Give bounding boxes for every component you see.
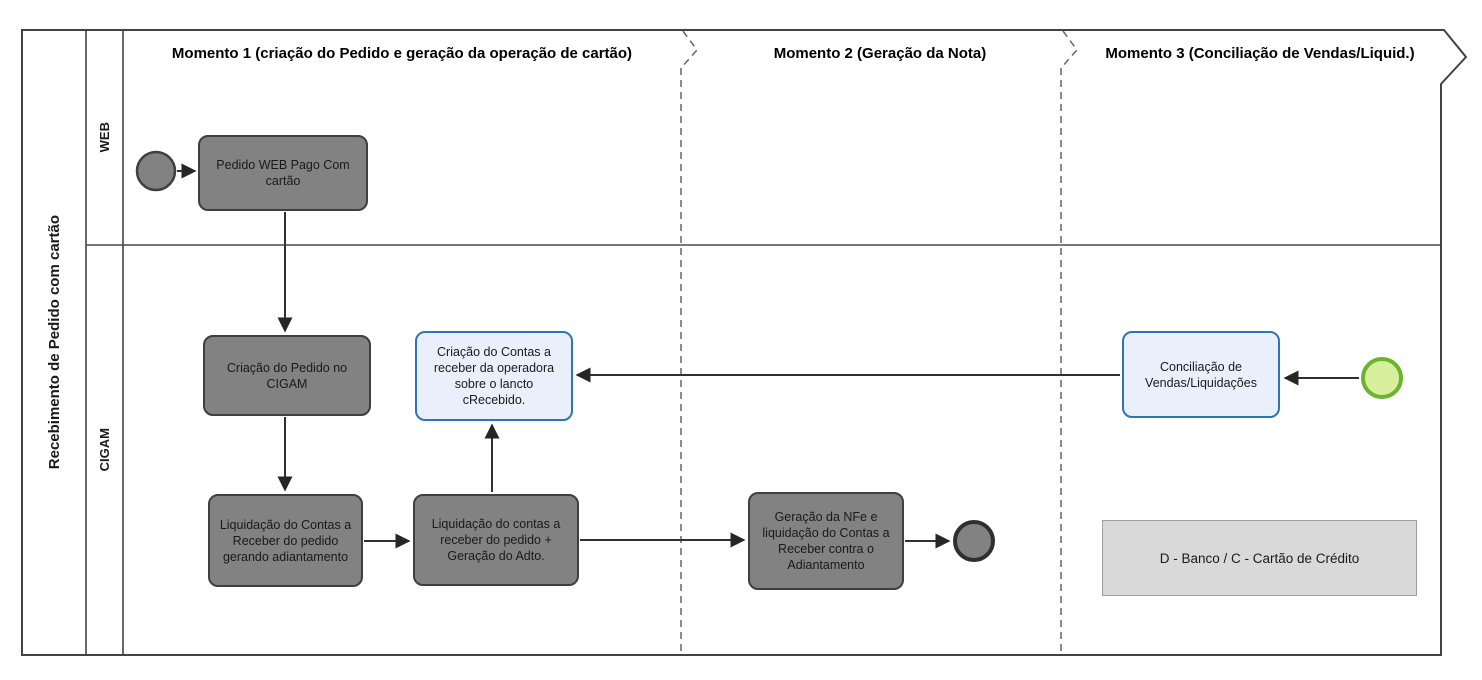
lane-label-web: WEB	[86, 30, 123, 245]
phase-3-title: Momento 3 (Conciliação de Vendas/Liquid.…	[1105, 44, 1415, 62]
task-pedido-web-pago: Pedido WEB Pago Com cartão	[198, 135, 368, 211]
task-criacao-contas-operadora: Criação do Contas a receber da operadora…	[415, 331, 573, 421]
start-event-web	[135, 150, 177, 192]
lane-web-text: WEB	[97, 122, 112, 153]
phase-header-momento-2: Momento 2 (Geração da Nota)	[699, 30, 1061, 76]
task-criacao-pedido-cigam: Criação do Pedido no CIGAM	[203, 335, 371, 416]
task-liquidacao-contas-adiantamento: Liquidação do Contas a Receber do pedido…	[208, 494, 363, 587]
task-conciliacao-vendas-liquidacoes: Conciliação de Vendas/Liquidações	[1122, 331, 1280, 418]
lane-label-cigam: CIGAM	[86, 245, 123, 655]
task-liquidacao-geracao-adto: Liquidação do contas a receber do pedido…	[413, 494, 579, 586]
phase-header-momento-1: Momento 1 (criação do Pedido e geração d…	[123, 30, 681, 76]
end-event-cigam	[953, 520, 995, 562]
pool-border	[21, 29, 1468, 656]
phase-1-title: Momento 1 (criação do Pedido e geração d…	[171, 44, 633, 62]
phase-header-momento-3: Momento 3 (Conciliação de Vendas/Liquid.…	[1079, 30, 1441, 76]
task-geracao-nfe-liquidacao: Geração da NFe e liquidação do Contas a …	[748, 492, 904, 590]
pool-label: Recebimento de Pedido com cartão	[22, 30, 86, 655]
phase-divider-1	[680, 30, 698, 655]
phase-2-title: Momento 2 (Geração da Nota)	[773, 44, 987, 62]
phase-divider-2	[1060, 30, 1078, 655]
lane-cigam-text: CIGAM	[97, 428, 112, 472]
pool-label-text: Recebimento de Pedido com cartão	[45, 215, 63, 470]
start-event-conciliacao	[1361, 357, 1403, 399]
legend-banco-cartao: D - Banco / C - Cartão de Crédito	[1102, 520, 1417, 596]
